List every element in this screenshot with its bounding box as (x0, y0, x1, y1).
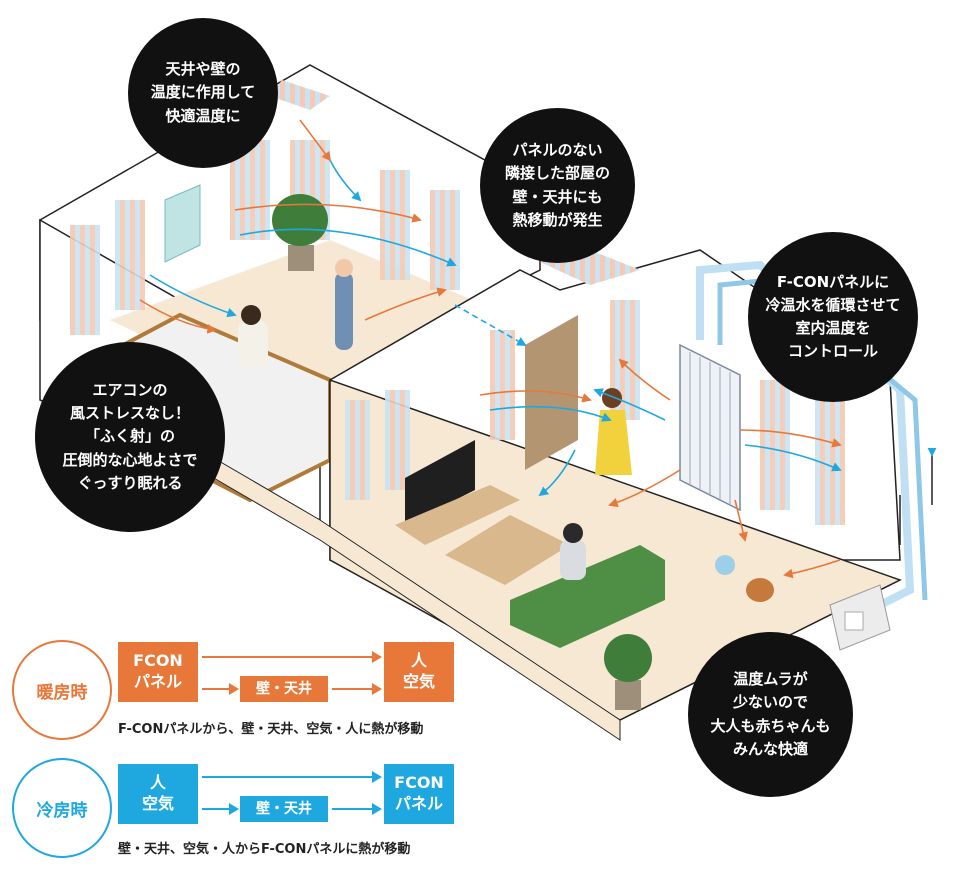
cooling-mode-circle: 冷房時 (12, 758, 112, 858)
heating-arrow-from-wall (332, 683, 382, 695)
cooling-arrow-direct (202, 771, 382, 783)
man-on-sofa (560, 540, 586, 580)
bubble-ceiling-effect: 天井や壁の 温度に作用して 快適温度に (128, 18, 278, 168)
heat-flow-arrows (139, 119, 842, 579)
heating-mode-circle: 暖房時 (12, 640, 112, 740)
heating-caption: F-CONパネルから、壁・天井、空気・人に熱が移動 (118, 722, 424, 737)
baby (715, 555, 735, 575)
heating-source-box: FCON パネル (118, 642, 198, 702)
woman-standing (335, 272, 353, 350)
cooling-caption: 壁・天井、空気・人からF-CONパネルに熱が移動 (118, 842, 411, 857)
cooling-arrow-from-wall (332, 803, 382, 815)
bubble-even-temperature: 温度ムラが 少ないので 大人も赤ちゃんも みんな快適 (688, 632, 853, 797)
heating-arrow-direct (202, 651, 382, 663)
plant-pot-left (288, 245, 314, 271)
woman-in-dress (595, 410, 632, 475)
sofa (510, 545, 665, 648)
cooling-middle-box: 壁・天井 (240, 796, 328, 822)
bubble-fcon-control: F-CONパネルに 冷温水を循環させて 室内温度を コントロール (748, 232, 918, 402)
heating-target-box: 人 空気 (384, 642, 454, 702)
cooling-arrow-to-wall (202, 803, 239, 815)
heating-arrow-to-wall (202, 683, 239, 695)
ceiling-panel (270, 80, 330, 110)
window (164, 184, 201, 263)
dog (746, 578, 774, 602)
bubble-aircon-free: エアコンの 風ストレスなし！ 「ふく射」の 圧倒的な心地よさで ぐっすり眠れる (35, 342, 225, 532)
cooling-source-box: 人 空気 (118, 764, 198, 824)
heating-middle-box: 壁・天井 (240, 676, 328, 702)
left-floor (110, 240, 520, 420)
coffee-table (445, 515, 570, 585)
man-sitting (238, 320, 268, 368)
bubble-adjacent-room: パネルのない 隣接した部屋の 壁・天井にも 熱移動が発生 (480, 108, 635, 263)
tv-stand (395, 485, 520, 545)
plant-pot-right (615, 680, 641, 710)
tv (405, 440, 475, 525)
cooling-target-box: FCON パネル (384, 764, 454, 824)
